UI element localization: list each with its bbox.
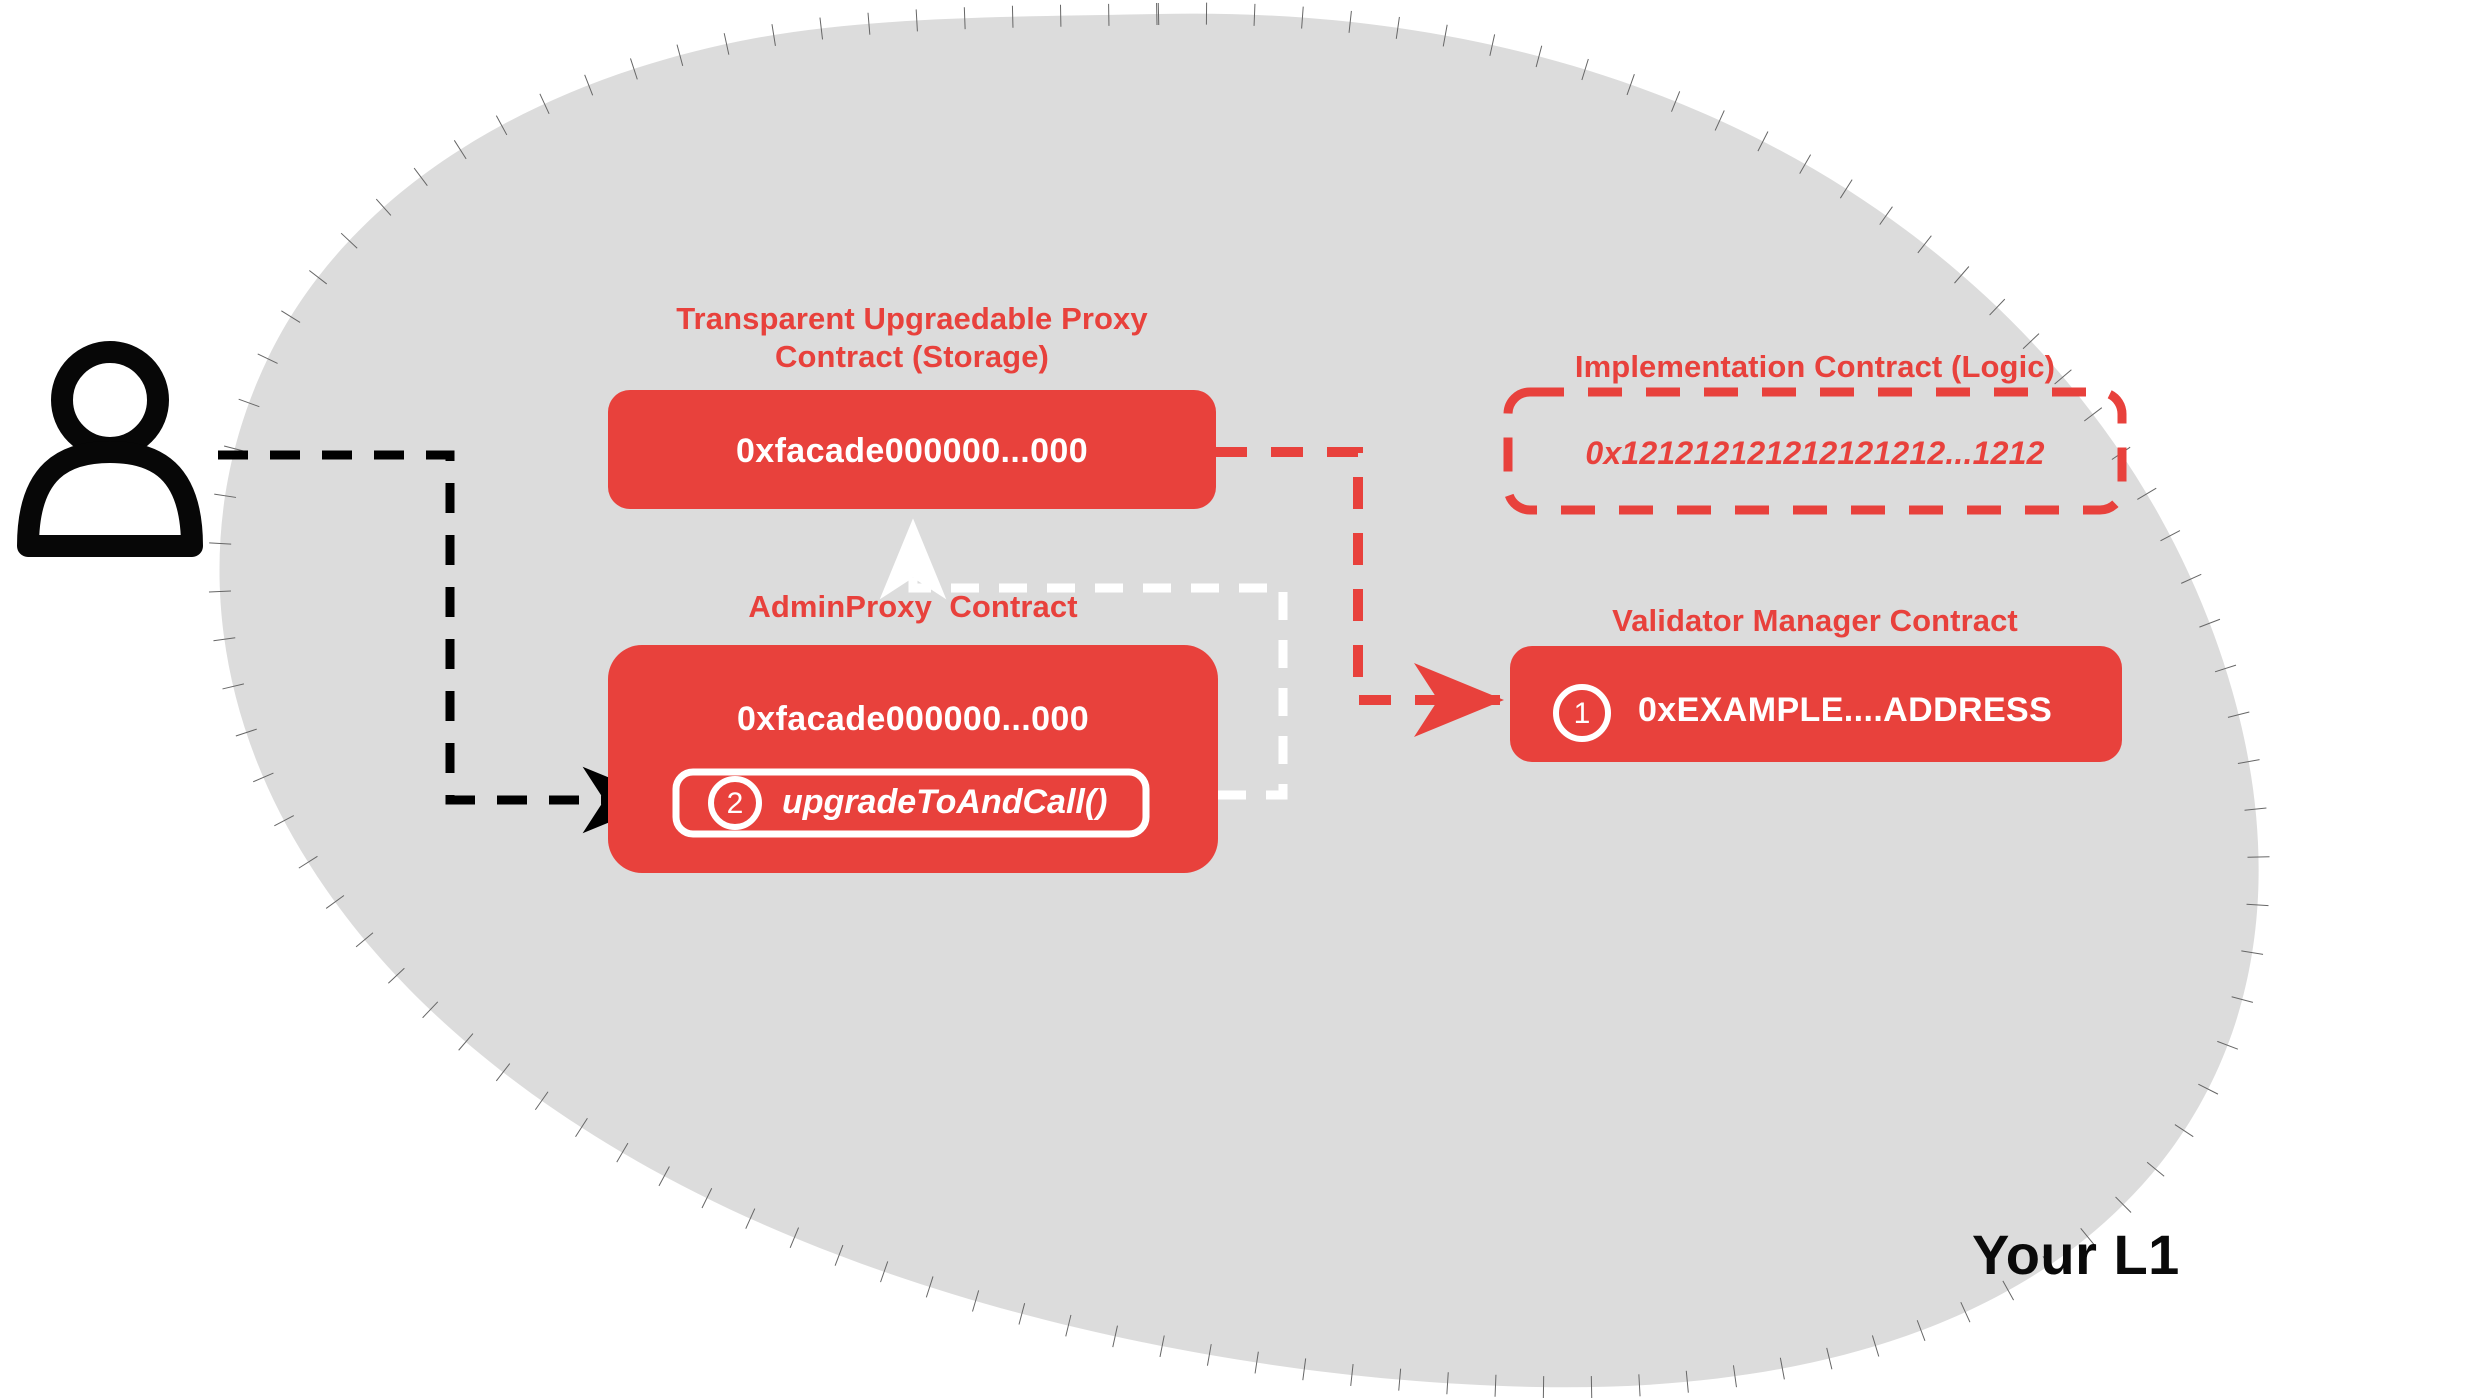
step-badge-2-label: 2	[726, 787, 744, 820]
method-pill-upgrade-to-and-call[interactable]	[672, 768, 1150, 838]
method-pill-label: upgradeToAndCall()	[782, 783, 1108, 821]
l1-region-blob	[208, 2, 2270, 1398]
connector-user-to-adminproxy	[218, 450, 664, 834]
connector-proxy-to-validator-manager	[1215, 447, 1504, 737]
node-address-transparent-proxy: 0xfacade000000...000	[735, 432, 1089, 470]
node-address-implementation-contract: 0x121212121212121212...1212	[1585, 435, 2045, 471]
node-adminproxy-box[interactable]	[608, 645, 1218, 873]
node-address-validator-manager: 0xEXAMPLE....ADDRESS	[1638, 691, 2053, 729]
node-implementation-contract-box[interactable]	[1503, 387, 2127, 515]
step-badge-1-label: 1	[1573, 697, 1591, 730]
step-badge-1-circle	[1553, 684, 1611, 742]
node-address-adminproxy: 0xfacade000000...000	[736, 700, 1090, 738]
node-validator-manager-box[interactable]	[1510, 646, 2122, 762]
user-person-icon	[17, 341, 203, 557]
node-transparent-proxy-box[interactable]	[608, 390, 1216, 509]
step-badge-2-circle	[708, 776, 762, 830]
region-label-your-l1: Your L1	[1972, 1223, 2180, 1286]
